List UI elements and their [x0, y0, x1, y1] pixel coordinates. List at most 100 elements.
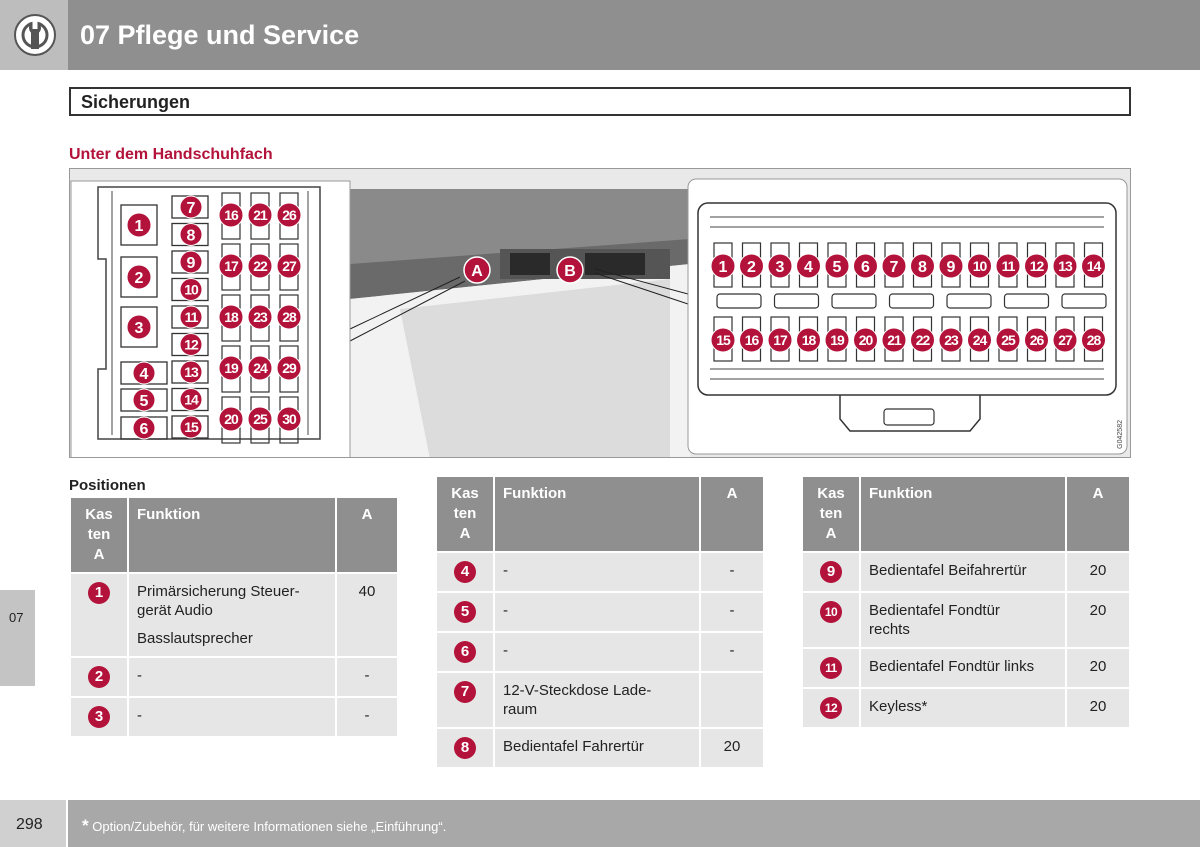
fuse-b-bottom-28: 28 [1081, 327, 1106, 353]
funktion-cell: Bedientafel Fondtür links [859, 647, 1067, 689]
col-header-ampere: A [335, 496, 399, 574]
fuse-b-bottom-21: 21 [881, 327, 907, 353]
position-badge: 5 [454, 601, 476, 623]
fuse-b-bottom-24: 24 [967, 327, 992, 353]
ampere-cell: 20 [1065, 687, 1131, 729]
svg-text:25: 25 [253, 411, 268, 427]
ampere-cell: 20 [1065, 591, 1131, 649]
svg-text:11: 11 [1002, 258, 1016, 274]
fuse-a-mid-10: 10 [179, 278, 203, 301]
svg-text:15: 15 [184, 419, 199, 435]
wrench-icon [14, 14, 56, 56]
svg-text:14: 14 [1087, 258, 1102, 274]
subheading: Unter dem Handschuhfach [69, 146, 273, 163]
footer-note: * Option/Zubehör, für weitere Informatio… [82, 816, 446, 836]
fuse-a-grid-19: 19 [218, 355, 244, 381]
fuse-a-mid-8: 8 [179, 223, 203, 246]
svg-text:9: 9 [187, 255, 196, 272]
table-row: 6-- [435, 631, 765, 673]
svg-text:7: 7 [187, 200, 196, 217]
col-header-funktion: Funktion [493, 475, 701, 553]
svg-text:26: 26 [282, 207, 297, 223]
position-cell: 3 [69, 696, 129, 738]
fuse-b-top-4: 4 [796, 253, 821, 279]
position-cell: 7 [435, 671, 495, 729]
fuse-a-mid-13: 13 [179, 360, 203, 384]
fuse-b-bottom-22: 22 [910, 327, 935, 353]
fuse-b-bottom-26: 26 [1024, 327, 1049, 353]
svg-text:13: 13 [1058, 258, 1073, 274]
svg-text:18: 18 [224, 309, 239, 325]
fuse-b-top-7: 7 [881, 253, 907, 279]
funktion-extra: Basslautsprecher [137, 630, 253, 647]
funktion-cell: - [493, 631, 701, 673]
svg-text:2: 2 [747, 259, 756, 276]
svg-text:7: 7 [890, 259, 899, 276]
fuse-a-mid-7: 7 [179, 195, 203, 219]
position-badge: 6 [454, 641, 476, 663]
fuse-b-top-1: 1 [710, 253, 736, 279]
fuse-b-bottom-20: 20 [853, 327, 878, 353]
position-cell: 12 [801, 687, 861, 729]
section-title: Sicherungen [81, 92, 191, 112]
svg-text:10: 10 [973, 258, 988, 274]
svg-text:29: 29 [282, 360, 297, 376]
svg-text:26: 26 [1030, 332, 1045, 348]
svg-text:17: 17 [224, 258, 239, 274]
svg-text:13: 13 [184, 364, 199, 380]
fuse-a-mid-15: 15 [179, 415, 203, 439]
fuse-a-mid-11: 11 [179, 305, 203, 329]
asterisk: * [82, 816, 89, 835]
position-cell: 10 [801, 591, 861, 649]
page-number-area: 298 [0, 800, 66, 847]
position-cell: 5 [435, 591, 495, 633]
svg-text:22: 22 [253, 258, 268, 274]
svg-text:20: 20 [859, 332, 874, 348]
position-badge: 9 [820, 561, 842, 583]
svg-text:23: 23 [944, 332, 959, 348]
svg-text:2: 2 [135, 270, 144, 287]
svg-text:3: 3 [776, 259, 785, 276]
svg-text:14: 14 [184, 392, 199, 408]
fuse-a-grid-24: 24 [247, 355, 273, 381]
position-badge: 12 [820, 697, 842, 719]
fuse-a-grid-18: 18 [218, 304, 244, 330]
ampere-cell: - [335, 696, 399, 738]
svg-text:30: 30 [282, 411, 297, 427]
position-badge: 11 [820, 657, 842, 679]
funktion-cell: - [493, 591, 701, 633]
chapter-side-tab-label: 07 [9, 610, 24, 625]
svg-text:1: 1 [719, 259, 728, 276]
svg-text:6: 6 [861, 259, 870, 276]
svg-text:3: 3 [135, 320, 144, 337]
fuse-a-large-2: 2 [126, 264, 152, 290]
location-label-b: B [556, 256, 584, 284]
funktion-cell: Bedientafel Beifahrertür [859, 551, 1067, 593]
ampere-cell: 40 [335, 572, 399, 658]
fuse-b-bottom-18: 18 [796, 327, 821, 353]
fuse-b-top-10: 10 [967, 253, 992, 279]
chapter-header: 07 Pflege und Service [68, 0, 1200, 70]
fuse-a-grid-30: 30 [276, 406, 302, 432]
position-cell: 2 [69, 656, 129, 698]
svg-text:16: 16 [224, 207, 239, 223]
fuse-a-large-3: 3 [126, 314, 152, 340]
fuse-b-bottom-23: 23 [938, 327, 964, 353]
svg-text:24: 24 [253, 360, 268, 376]
ampere-cell: - [699, 631, 765, 673]
svg-text:12: 12 [1030, 258, 1045, 274]
table-row: 2-- [69, 656, 399, 698]
svg-text:9: 9 [947, 259, 956, 276]
table-row: 3-- [69, 696, 399, 738]
